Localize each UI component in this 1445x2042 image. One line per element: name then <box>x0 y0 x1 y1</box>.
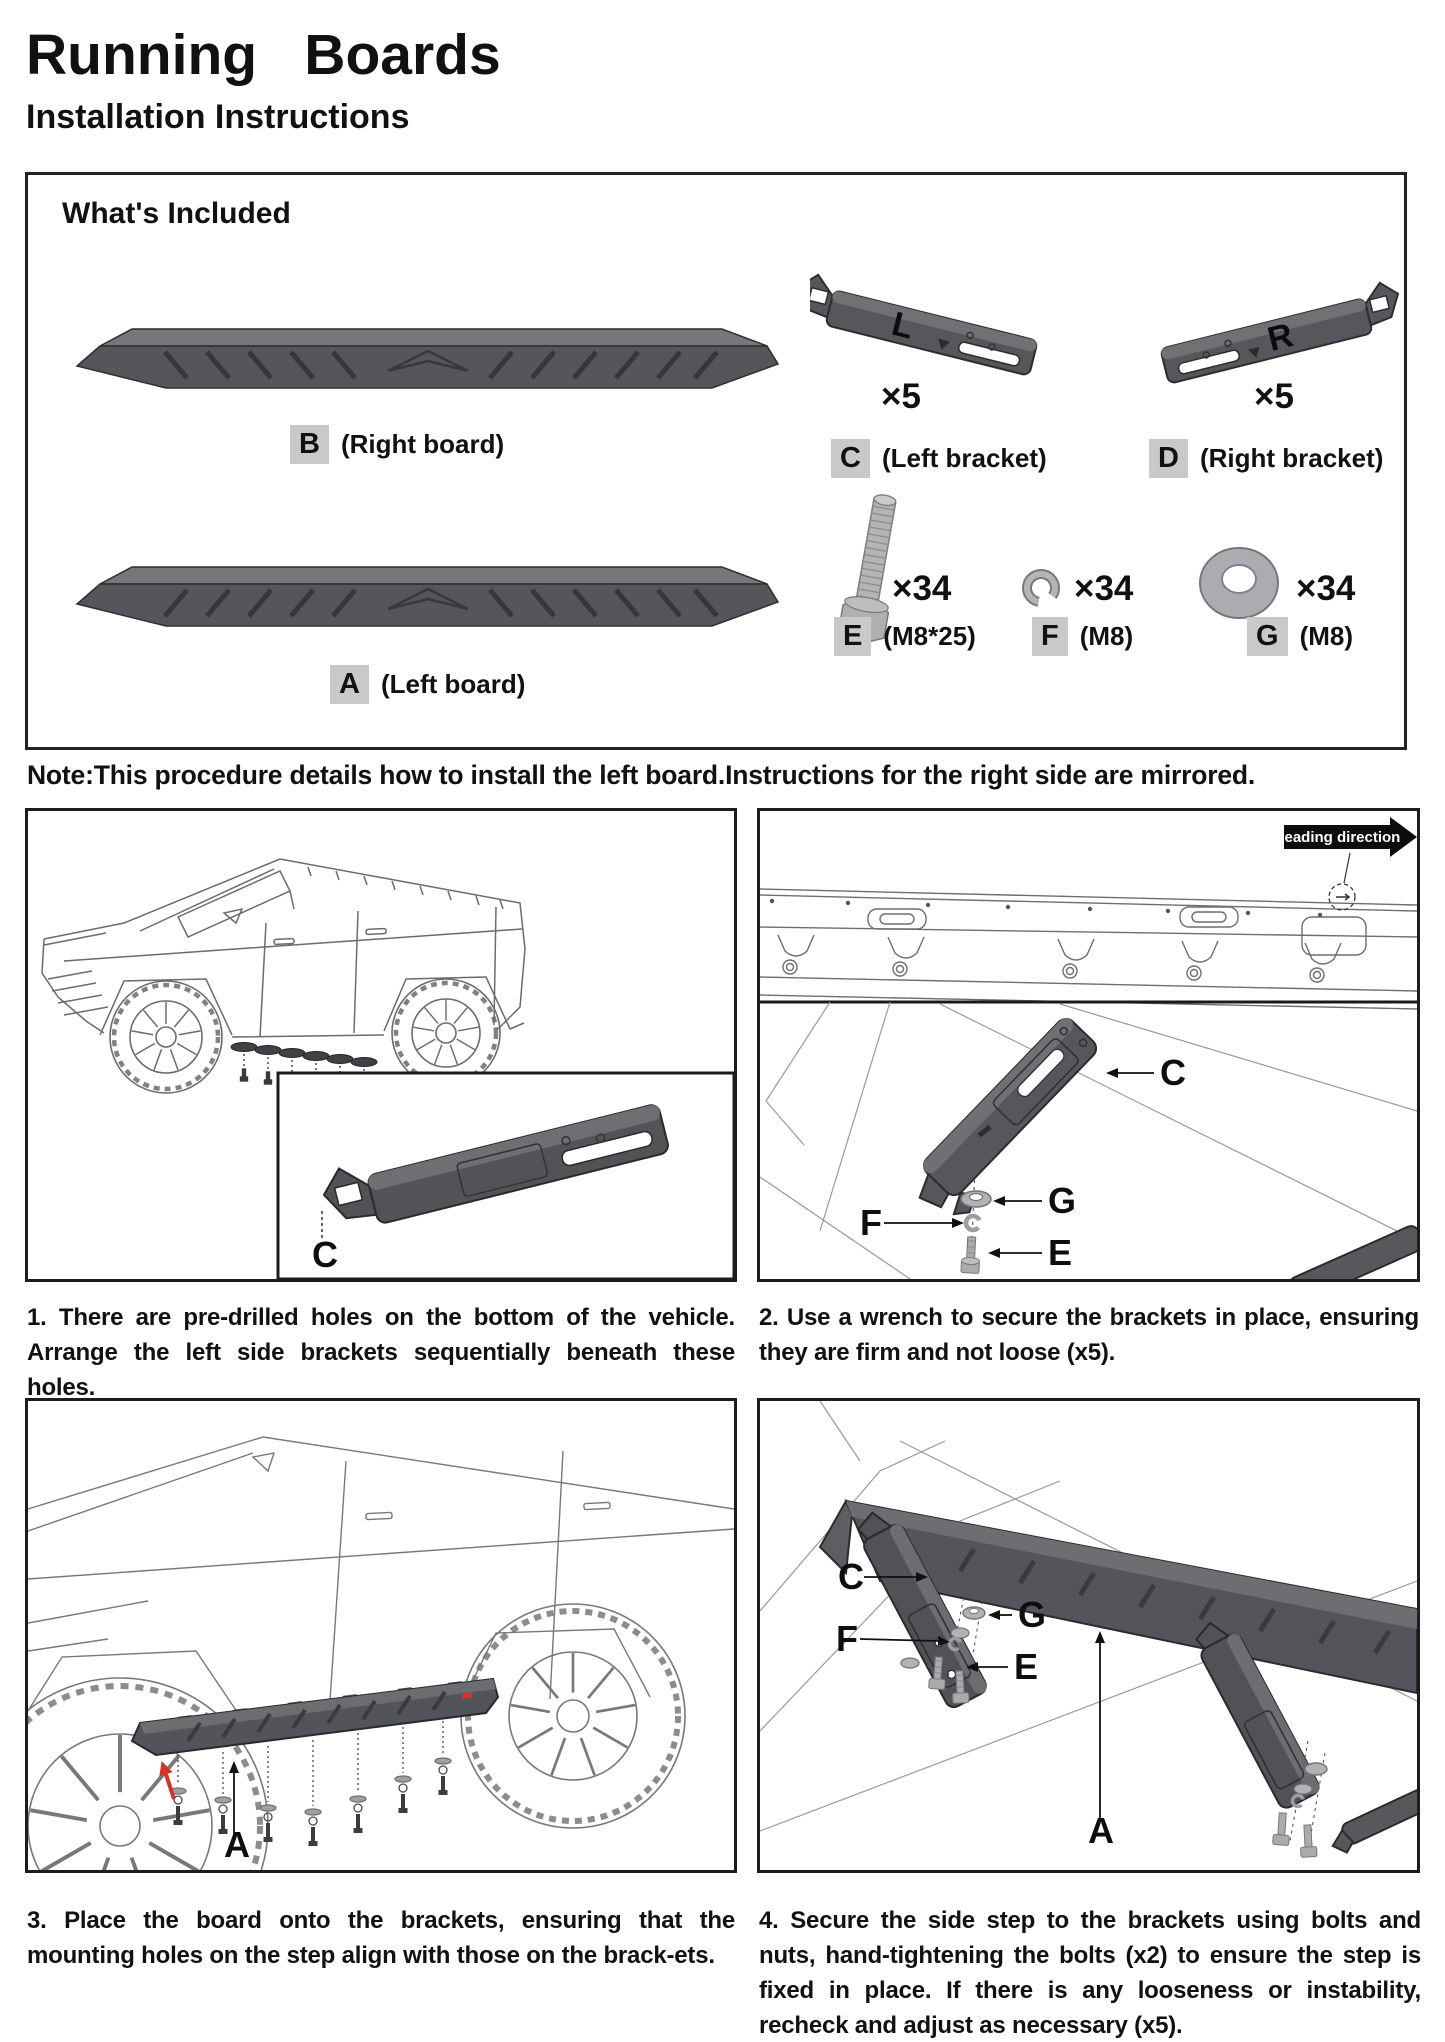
step4-panel: C G F E A <box>757 1398 1420 1873</box>
part-desc-e: (M8*25) <box>883 621 976 651</box>
bolt-illustration <box>837 494 897 645</box>
rear-wheel-zoom <box>460 1603 686 1829</box>
left-bracket-illustration: L <box>810 273 1038 376</box>
step2-illustration: Heading direction <box>760 817 1417 1279</box>
part-chip-a: A <box>330 665 369 704</box>
bolt-1 <box>928 1656 946 1690</box>
label-f-step2: F <box>860 1202 882 1243</box>
bracket-inset: C <box>276 1071 734 1279</box>
heading-direction-label: Heading direction <box>1274 829 1401 846</box>
page-title: Running Boards <box>26 23 501 87</box>
part-label-c: C (Left bracket) <box>831 439 1047 478</box>
lock-washer-illustration <box>1022 569 1060 607</box>
step1-panel: C <box>25 808 737 1282</box>
bracket-c-qty: ×5 <box>881 377 921 416</box>
part-chip-d: D <box>1149 439 1188 478</box>
left-bracket-exploded <box>857 1511 987 1709</box>
part-label-e: E (M8*25) <box>834 617 976 656</box>
part-label-b: B (Right board) <box>290 425 504 464</box>
step4-illustration: C G F E A <box>760 1401 1417 1858</box>
part-label-a: A (Left board) <box>330 665 525 704</box>
red-mark <box>461 1692 473 1699</box>
step2-caption: 2. Use a wrench to secure the brackets i… <box>759 1304 1419 1366</box>
board-logo-a <box>387 587 469 611</box>
step3-panel: A <box>25 1398 737 1873</box>
step3-illustration: A <box>28 1436 734 1870</box>
truck-zoom-lines <box>28 1436 734 1732</box>
rear-wheel <box>391 978 501 1088</box>
bracket-exploded <box>918 1017 1098 1274</box>
page-subtitle: Installation Instructions <box>26 98 410 136</box>
label-g-step2: G <box>1048 1180 1076 1221</box>
part-desc-a: (Left board) <box>380 669 526 699</box>
board-logo-b <box>387 349 469 373</box>
label-c-step1: C <box>312 1234 338 1275</box>
step2-panel: Heading direction <box>757 808 1420 1282</box>
board-a-mounted <box>130 1677 500 1757</box>
label-e-step4: E <box>1014 1646 1038 1687</box>
part-chip-e: E <box>834 617 872 656</box>
red-arrow <box>159 1760 176 1800</box>
part-label-d: D (Right bracket) <box>1149 439 1383 478</box>
part-chip-f: F <box>1032 617 1068 656</box>
part-desc-d: (Right bracket) <box>1199 443 1384 473</box>
next-bracket-piece <box>1288 1225 1417 1279</box>
part-desc-f: (M8) <box>1079 621 1134 651</box>
lock-washer-f <box>947 1636 963 1652</box>
right-board-illustration <box>75 328 780 389</box>
heading-direction-callout: Heading direction <box>1274 817 1417 911</box>
front-wheel <box>109 980 223 1094</box>
bolt-e <box>960 1236 980 1274</box>
part-desc-b: (Right board) <box>340 429 505 459</box>
underbody-lines <box>760 1001 1417 1279</box>
label-c-step2: C <box>1160 1052 1186 1093</box>
whats-included-heading: What's Included <box>62 197 291 230</box>
part-label-f: F (M8) <box>1032 617 1133 656</box>
step2-labels: C G F E <box>860 1052 1186 1273</box>
exploded-fasteners <box>169 1721 452 1846</box>
step3-labels: A <box>224 1761 250 1865</box>
washer-g-qty: ×34 <box>1296 569 1356 608</box>
part-desc-c: (Left bracket) <box>881 443 1047 473</box>
step4-caption: 4. Secure the side step to the brackets … <box>759 1907 1421 2039</box>
label-e-step2: E <box>1048 1232 1072 1273</box>
left-board-illustration <box>75 566 780 627</box>
part-chip-g: G <box>1247 617 1288 656</box>
label-a-step3: A <box>224 1824 250 1865</box>
right-bracket-illustration: R <box>1160 281 1400 384</box>
whats-included-box: What's Included B (Right board) <box>25 172 1407 750</box>
label-a-step4: A <box>1088 1810 1114 1851</box>
washer-f-qty: ×34 <box>1074 569 1134 608</box>
bolt-2 <box>952 1670 970 1704</box>
installed-bolt <box>900 1657 920 1669</box>
flat-washer-illustration <box>1199 547 1279 619</box>
end-hook-piece <box>1331 1789 1417 1854</box>
part-chip-c: C <box>831 439 870 478</box>
right-bracket-exploded <box>1194 1621 1417 1858</box>
rocker-underside <box>760 888 1417 1010</box>
step3-caption: 3. Place the board onto the brackets, en… <box>27 1907 735 1969</box>
label-g-step4: G <box>1018 1594 1046 1635</box>
lock-washer-f <box>963 1213 983 1233</box>
part-label-g: G (M8) <box>1247 617 1353 656</box>
step4-labels: C G F E A <box>836 1556 1114 1851</box>
truck-side-view <box>41 858 526 1038</box>
bolt-e-qty: ×34 <box>892 569 952 608</box>
label-c-step4: C <box>838 1556 864 1597</box>
note-text: Note:This procedure details how to insta… <box>27 760 1256 790</box>
part-chip-b: B <box>290 425 329 464</box>
step1-caption: 1. There are pre-drilled holes on the bo… <box>27 1304 735 1401</box>
step1-illustration: C <box>41 858 734 1279</box>
heading-direction-arrow-icon <box>1390 817 1417 857</box>
bracket-d-qty: ×5 <box>1254 377 1294 416</box>
part-desc-g: (M8) <box>1299 621 1353 651</box>
label-f-step4: F <box>836 1618 858 1659</box>
